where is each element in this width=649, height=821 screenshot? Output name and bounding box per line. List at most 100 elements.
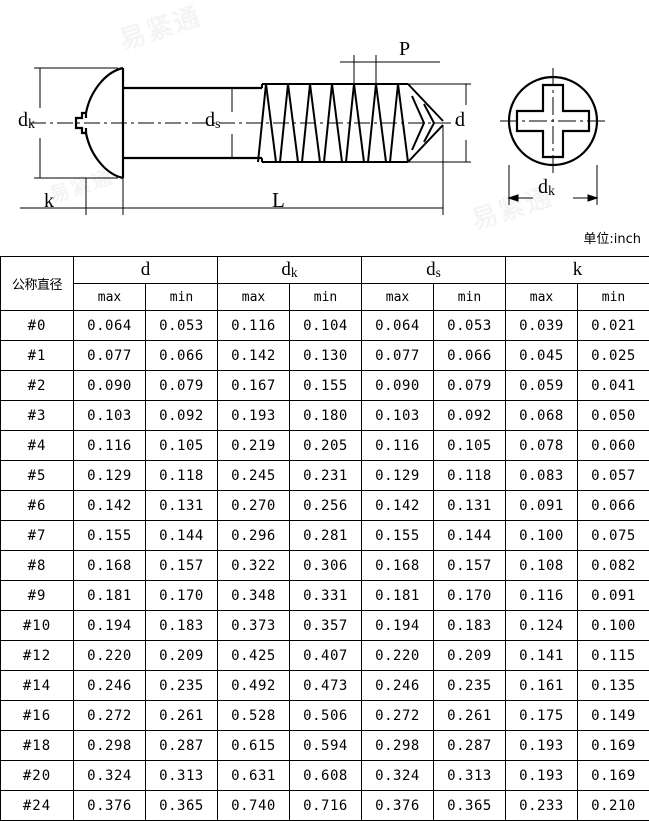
cell-dk-min: 0.155 xyxy=(290,371,362,401)
cell-k-max: 0.175 xyxy=(506,701,578,731)
cell-nominal-size: #12 xyxy=(1,641,74,671)
cell-nominal-size: #20 xyxy=(1,761,74,791)
cell-ds-max: 0.194 xyxy=(362,611,434,641)
column-subheader-max-2: max xyxy=(218,284,290,311)
cell-k-min: 0.210 xyxy=(578,791,649,821)
cell-dk-min: 0.506 xyxy=(290,701,362,731)
cell-dk-max: 0.296 xyxy=(218,521,290,551)
cell-d-max: 0.220 xyxy=(74,641,146,671)
cell-nominal-size: #1 xyxy=(1,341,74,371)
cell-k-min: 0.091 xyxy=(578,581,649,611)
cell-k-max: 0.045 xyxy=(506,341,578,371)
cell-dk-min: 0.357 xyxy=(290,611,362,641)
cell-k-max: 0.100 xyxy=(506,521,578,551)
column-subheader-min-5: min xyxy=(434,284,506,311)
dim-P xyxy=(340,55,440,84)
cell-ds-max: 0.168 xyxy=(362,551,434,581)
cell-dk-min: 0.608 xyxy=(290,761,362,791)
cell-ds-min: 0.313 xyxy=(434,761,506,791)
column-group-header-k: k xyxy=(506,257,649,284)
cell-dk-max: 0.219 xyxy=(218,431,290,461)
cell-k-max: 0.161 xyxy=(506,671,578,701)
cell-d-min: 0.131 xyxy=(146,491,218,521)
cell-d-max: 0.181 xyxy=(74,581,146,611)
cell-ds-min: 0.131 xyxy=(434,491,506,521)
column-subheader-max-6: max xyxy=(506,284,578,311)
cell-ds-min: 0.170 xyxy=(434,581,506,611)
cell-d-max: 0.064 xyxy=(74,311,146,341)
cell-ds-max: 0.376 xyxy=(362,791,434,821)
cell-dk-min: 0.130 xyxy=(290,341,362,371)
cell-k-max: 0.193 xyxy=(506,761,578,791)
cell-nominal-size: #24 xyxy=(1,791,74,821)
cell-ds-max: 0.064 xyxy=(362,311,434,341)
cell-dk-max: 0.322 xyxy=(218,551,290,581)
label-L: L xyxy=(272,188,285,213)
cell-ds-min: 0.144 xyxy=(434,521,506,551)
cell-dk-max: 0.245 xyxy=(218,461,290,491)
cell-dk-max: 0.193 xyxy=(218,401,290,431)
cell-k-max: 0.108 xyxy=(506,551,578,581)
cell-ds-min: 0.092 xyxy=(434,401,506,431)
cell-d-min: 0.079 xyxy=(146,371,218,401)
cell-d-max: 0.090 xyxy=(74,371,146,401)
cell-k-min: 0.025 xyxy=(578,341,649,371)
cell-dk-min: 0.331 xyxy=(290,581,362,611)
cell-dk-min: 0.716 xyxy=(290,791,362,821)
cell-ds-max: 0.272 xyxy=(362,701,434,731)
cell-dk-max: 0.615 xyxy=(218,731,290,761)
dim-k xyxy=(20,178,123,215)
cell-d-max: 0.155 xyxy=(74,521,146,551)
cell-nominal-size: #0 xyxy=(1,311,74,341)
cell-d-min: 0.157 xyxy=(146,551,218,581)
cell-k-min: 0.082 xyxy=(578,551,649,581)
cell-dk-max: 0.116 xyxy=(218,311,290,341)
cell-k-max: 0.193 xyxy=(506,731,578,761)
cell-ds-min: 0.053 xyxy=(434,311,506,341)
label-P: P xyxy=(399,38,410,61)
cell-ds-max: 0.298 xyxy=(362,731,434,761)
cell-ds-max: 0.181 xyxy=(362,581,434,611)
cell-dk-min: 0.473 xyxy=(290,671,362,701)
column-subheader-min-1: min xyxy=(146,284,218,311)
cell-ds-min: 0.118 xyxy=(434,461,506,491)
cell-d-min: 0.066 xyxy=(146,341,218,371)
cell-dk-min: 0.281 xyxy=(290,521,362,551)
cell-ds-max: 0.116 xyxy=(362,431,434,461)
column-subheader-min-7: min xyxy=(578,284,649,311)
cell-k-min: 0.066 xyxy=(578,491,649,521)
cell-ds-min: 0.261 xyxy=(434,701,506,731)
cell-nominal-size: #14 xyxy=(1,671,74,701)
cell-nominal-size: #7 xyxy=(1,521,74,551)
cell-nominal-size: #9 xyxy=(1,581,74,611)
cell-d-min: 0.183 xyxy=(146,611,218,641)
cell-k-min: 0.050 xyxy=(578,401,649,431)
cell-d-min: 0.105 xyxy=(146,431,218,461)
cell-k-max: 0.078 xyxy=(506,431,578,461)
label-ds: ds xyxy=(205,109,220,132)
cell-nominal-size: #6 xyxy=(1,491,74,521)
cell-dk-max: 0.528 xyxy=(218,701,290,731)
cell-ds-max: 0.090 xyxy=(362,371,434,401)
cell-d-max: 0.298 xyxy=(74,731,146,761)
cell-d-max: 0.272 xyxy=(74,701,146,731)
cell-ds-max: 0.220 xyxy=(362,641,434,671)
cell-dk-min: 0.104 xyxy=(290,311,362,341)
cell-k-min: 0.135 xyxy=(578,671,649,701)
technical-drawing: dk ds k L P d dk 易紧通 易紧通 易紧通 xyxy=(0,0,649,240)
cell-k-max: 0.068 xyxy=(506,401,578,431)
cell-k-min: 0.057 xyxy=(578,461,649,491)
cell-dk-min: 0.594 xyxy=(290,731,362,761)
cell-dk-min: 0.306 xyxy=(290,551,362,581)
cell-k-max: 0.116 xyxy=(506,581,578,611)
cell-d-min: 0.235 xyxy=(146,671,218,701)
column-group-header-ds: ds xyxy=(362,257,506,284)
